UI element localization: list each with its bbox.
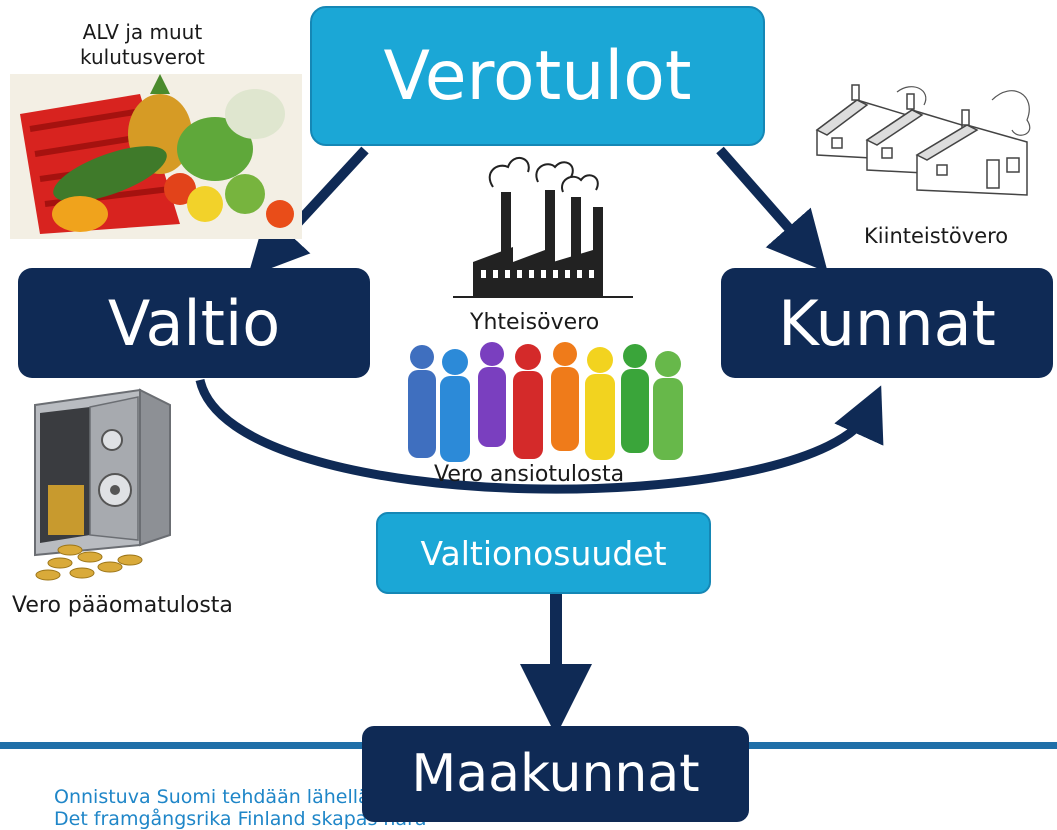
node-valtionosuudet: Valtionosuudet: [376, 512, 711, 594]
node-verotulot-label: Verotulot: [383, 36, 692, 116]
node-maakunnat-label: Maakunnat: [411, 744, 700, 804]
node-kunnat: Kunnat: [721, 268, 1053, 378]
shopping-basket-icon: [10, 74, 302, 239]
alv-label: ALV ja muut kulutusverot: [80, 20, 205, 69]
footer-line-1: Onnistuva Suomi tehdään lähellä: [54, 786, 370, 808]
vero-ansiotulosta-label: Vero ansiotulosta: [434, 462, 625, 487]
arrow-valtio-kunnat-curve: [195, 378, 884, 494]
kiinteistovero-label: Kiinteistövero: [864, 224, 1009, 248]
node-kunnat-label: Kunnat: [778, 286, 996, 360]
node-valtio-label: Valtio: [107, 286, 281, 360]
arrow-verotulot-kunnat: [716, 146, 828, 273]
houses-icon: [815, 84, 1031, 196]
people-group-icon: [408, 342, 683, 462]
vero-paaomatulosta-label: Vero pääomatulosta: [12, 593, 233, 618]
node-verotulot: Verotulot: [310, 6, 765, 146]
yhteisovero-label: Yhteisövero: [470, 310, 600, 335]
node-valtio: Valtio: [18, 268, 370, 378]
safe-with-coins-icon: [34, 388, 171, 581]
factory-icon: [453, 157, 633, 298]
node-valtionosuudet-label: Valtionosuudet: [420, 533, 667, 573]
node-maakunnat: Maakunnat: [362, 726, 749, 822]
